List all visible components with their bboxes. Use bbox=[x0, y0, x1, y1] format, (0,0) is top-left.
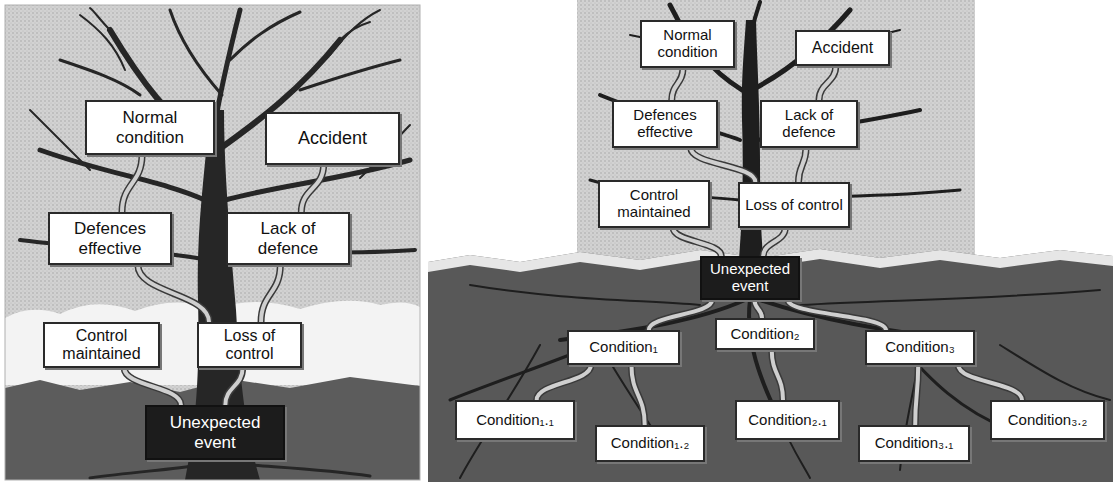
outcome-box: Condition₂ bbox=[715, 318, 815, 350]
branch-connector bbox=[915, 365, 918, 425]
event-box: Unexpected event bbox=[145, 405, 285, 460]
branch-connector bbox=[631, 365, 644, 425]
outcome-box: Defences effective bbox=[48, 212, 172, 265]
outcome-box: Loss of control bbox=[738, 182, 850, 228]
branch-connector bbox=[301, 165, 323, 212]
box-label: Normal condition bbox=[647, 27, 728, 61]
branch-connector bbox=[763, 228, 785, 256]
branch-connector bbox=[772, 350, 783, 400]
box-label: Condition₁.₂ bbox=[611, 435, 689, 452]
branch-connector bbox=[673, 228, 721, 256]
branch-connector bbox=[124, 368, 181, 405]
branch-connector bbox=[138, 265, 209, 322]
outcome-box: Control maintained bbox=[43, 322, 160, 368]
box-label: Defences effective bbox=[619, 107, 711, 141]
branch-connector bbox=[819, 66, 836, 100]
branch-connector bbox=[799, 148, 807, 182]
box-label: Condition₃.₂ bbox=[1008, 412, 1087, 429]
branch-connector bbox=[691, 148, 756, 182]
branch-connector bbox=[958, 365, 1022, 400]
box-label: Unexpected event bbox=[152, 413, 278, 451]
box-label: Condition₂ bbox=[730, 326, 799, 343]
outcome-box: Condition₃.₁ bbox=[858, 425, 970, 462]
outcome-box: Lack of defence bbox=[226, 212, 350, 265]
box-label: Condition₁.₁ bbox=[476, 412, 554, 429]
box-label: Condition₂.₁ bbox=[748, 412, 826, 429]
outcome-box: Normal condition bbox=[85, 100, 215, 155]
branch-connector bbox=[537, 365, 591, 400]
outcome-box: Accident bbox=[795, 30, 890, 66]
box-label: Condition₃.₁ bbox=[875, 435, 954, 452]
box-label: Control maintained bbox=[50, 327, 153, 363]
box-label: Condition₃ bbox=[885, 339, 955, 356]
outcome-box: Control maintained bbox=[598, 180, 710, 228]
outcome-box: Lack of defence bbox=[760, 100, 858, 148]
box-label: Lack of defence bbox=[233, 219, 343, 257]
outcome-box: Loss of control bbox=[197, 322, 302, 368]
branch-connector bbox=[649, 300, 712, 330]
box-label: Loss of control bbox=[745, 197, 843, 214]
box-label: Accident bbox=[298, 128, 367, 148]
outcome-box: Condition₁ bbox=[567, 330, 680, 365]
outcome-box: Condition₃.₂ bbox=[990, 400, 1105, 440]
box-label: Unexpected event bbox=[707, 261, 793, 295]
box-label: Normal condition bbox=[92, 108, 208, 146]
box-label: Condition₁ bbox=[589, 339, 657, 356]
branch-connector bbox=[755, 300, 763, 318]
box-label: Lack of defence bbox=[767, 107, 851, 141]
event-box: Unexpected event bbox=[700, 256, 800, 300]
outcome-box: Defences effective bbox=[612, 100, 718, 148]
branch-connector bbox=[672, 68, 683, 100]
box-label: Defences effective bbox=[55, 219, 165, 257]
outcome-box: Condition₂.₁ bbox=[735, 400, 840, 440]
box-label: Control maintained bbox=[605, 187, 703, 221]
box-label: Accident bbox=[812, 39, 873, 57]
outcome-box: Accident bbox=[265, 112, 400, 165]
left-panel-art bbox=[5, 5, 420, 480]
right-panel-art bbox=[428, 0, 1113, 482]
outcome-box: Condition₁.₂ bbox=[595, 425, 705, 462]
branch-connector bbox=[122, 155, 142, 212]
outcome-box: Condition₁.₁ bbox=[455, 400, 575, 440]
outcome-box: Condition₃ bbox=[865, 330, 975, 365]
box-label: Loss of control bbox=[204, 327, 295, 363]
outcome-box: Normal condition bbox=[640, 20, 735, 68]
branch-connector bbox=[261, 265, 280, 322]
branch-connector bbox=[225, 368, 242, 405]
